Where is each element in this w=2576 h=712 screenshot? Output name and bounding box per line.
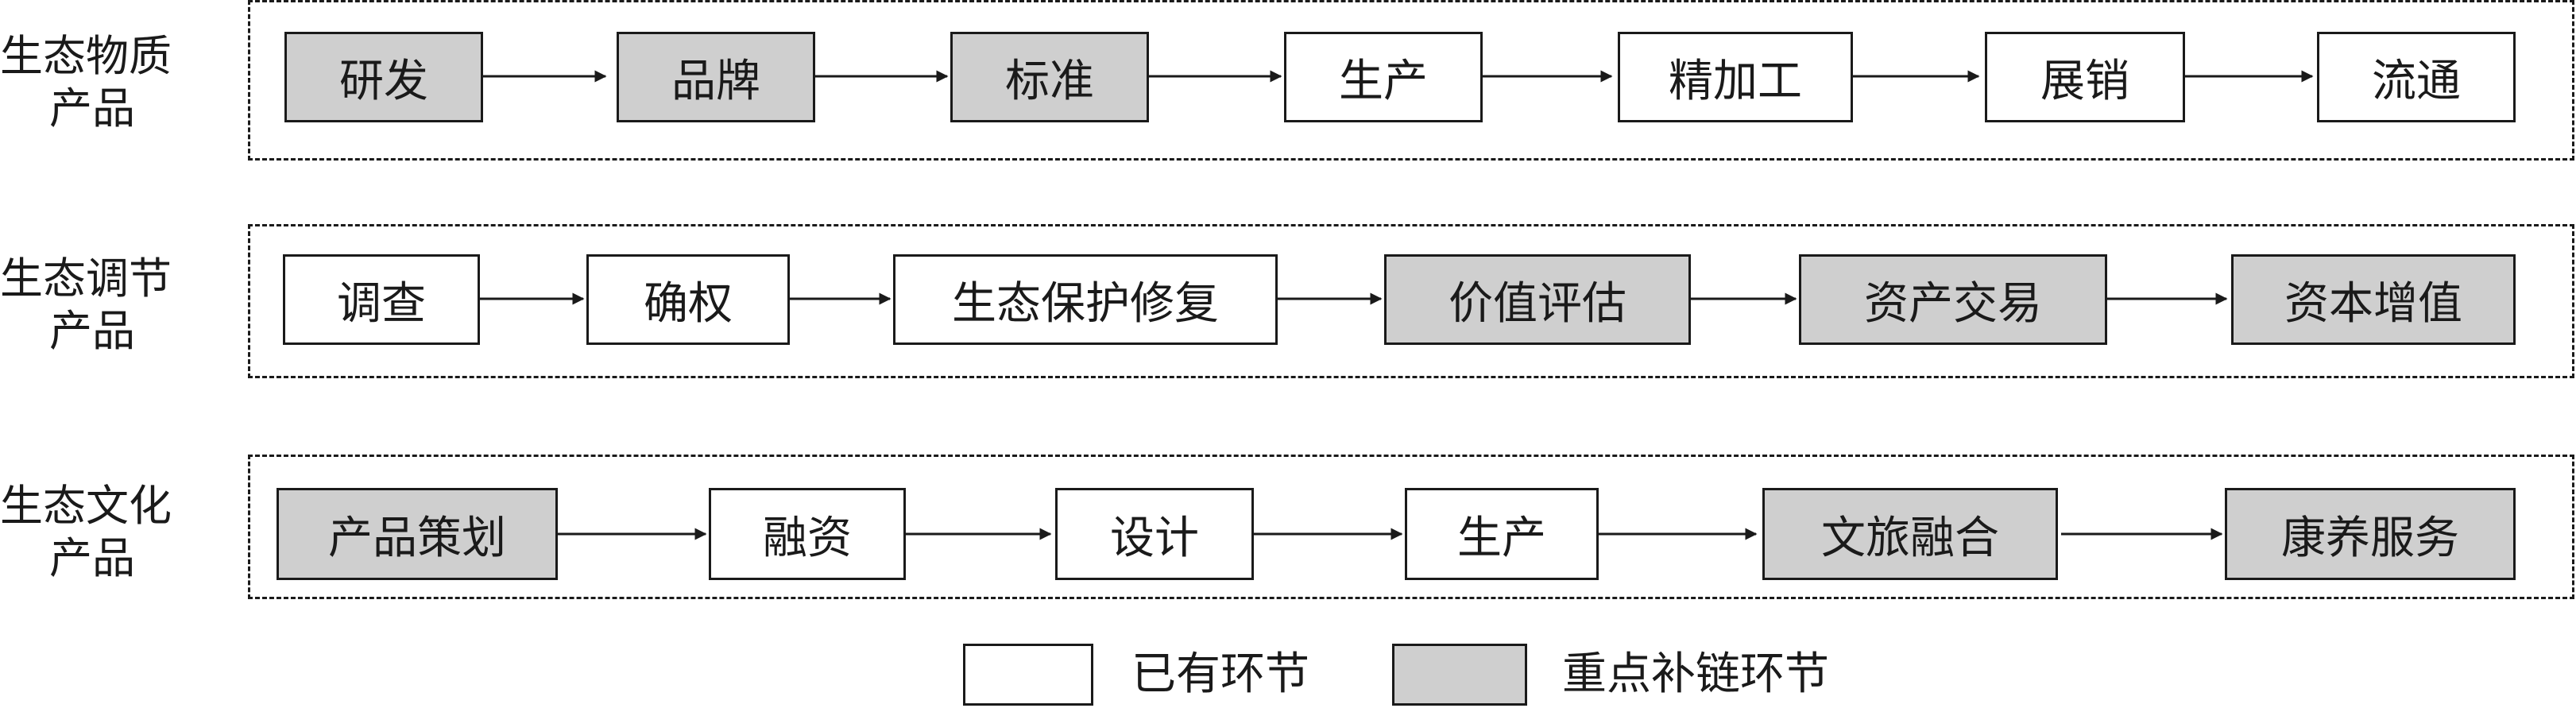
node-processing: 精加工 [1618,32,1853,122]
node-value-assessment: 价值评估 [1384,254,1691,345]
node-rd: 研发 [284,32,483,122]
legend-label-key: 重点补链环节 [1562,648,1829,700]
node-production: 生产 [1405,488,1599,580]
node-design: 设计 [1055,488,1254,580]
row-label-line2: 产品 [49,306,135,356]
node-circulation: 流通 [2317,32,2516,122]
row-label-line2: 产品 [49,83,135,134]
row-frame-material [248,0,2574,161]
row-label-material: 生态物质 产品 [0,30,230,135]
node-ecological-restoration: 生态保护修复 [893,254,1278,345]
node-financing: 融资 [709,488,906,580]
node-product-planning: 产品策划 [277,488,558,580]
row-label-line2: 产品 [49,533,135,583]
node-production: 生产 [1284,32,1483,122]
node-capital-appreciation: 资本增值 [2231,254,2516,345]
row-frame-regulating [248,224,2574,378]
node-brand: 品牌 [617,32,815,122]
node-asset-trading: 资产交易 [1799,254,2107,345]
row-label-line1: 生态调节 [0,253,172,304]
legend-swatch-existing [963,644,1093,706]
node-culture-tourism: 文旅融合 [1762,488,2058,580]
row-frame-cultural [248,455,2574,599]
node-rights-confirmation: 确权 [586,254,790,345]
node-survey: 调查 [283,254,480,345]
legend-label-existing: 已有环节 [1131,648,1309,700]
node-wellness-services: 康养服务 [2225,488,2516,580]
row-label-cultural: 生态文化 产品 [0,480,230,585]
node-exhibition-sales: 展销 [1985,32,2185,122]
node-standard: 标准 [950,32,1149,122]
legend-swatch-key [1392,644,1527,706]
row-label-line1: 生态文化 [0,481,172,531]
row-label-regulating: 生态调节 产品 [0,253,230,358]
row-label-line1: 生态物质 [0,31,172,81]
